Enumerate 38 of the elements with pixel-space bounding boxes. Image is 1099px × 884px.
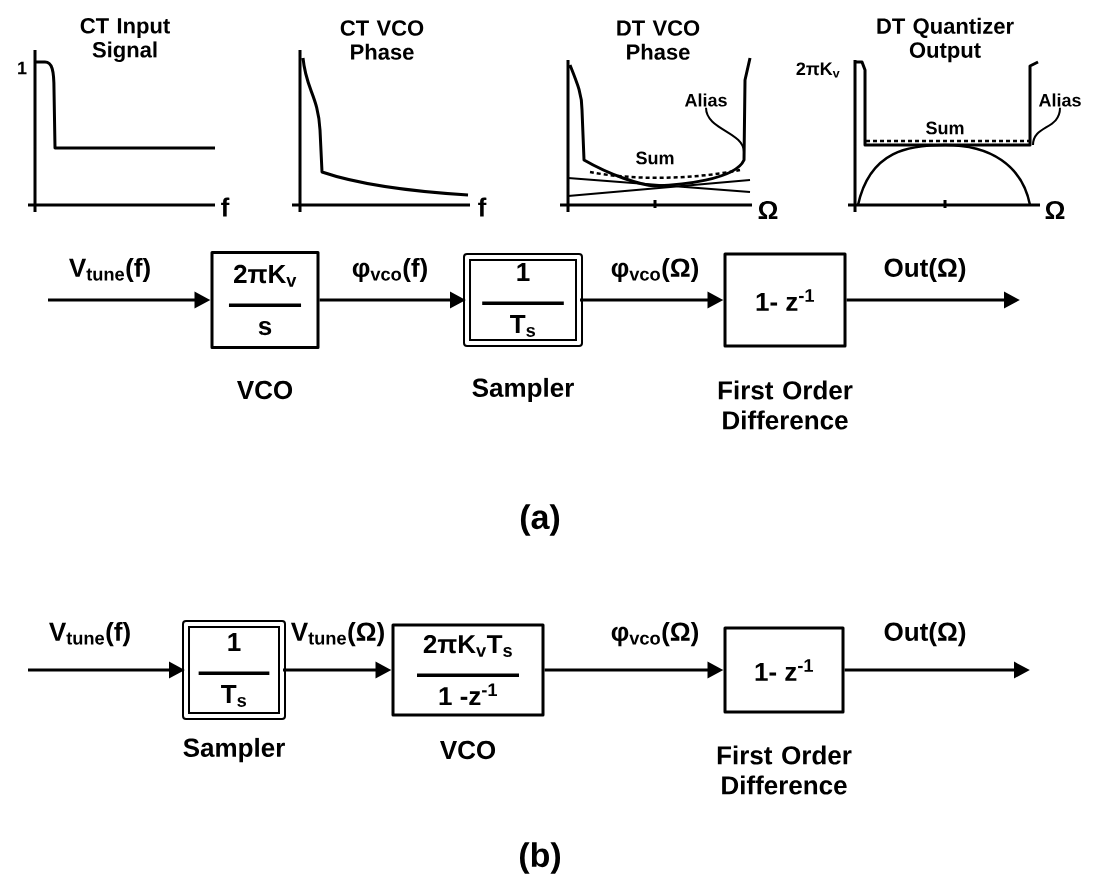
block-box: 1 T$_{s}$ — [463, 253, 583, 347]
block-box: 1- z$^{-1}$ — [723, 252, 847, 348]
block-label: VCO — [237, 380, 293, 400]
figure-caption: (a) — [520, 504, 560, 536]
axis-label: Sum — [926, 121, 964, 135]
plot-title: DT VCO Phase — [617, 20, 700, 60]
block-box: 1 T$_{s}$ — [182, 620, 286, 720]
signal-label: Out(Ω) — [884, 621, 966, 647]
signal-label: V$_{tune}$(f) — [49, 621, 130, 647]
plot-title: DT Quantizer Output — [877, 17, 1014, 63]
block-label: First Order Difference — [718, 380, 853, 430]
block-label: First Order Difference — [717, 745, 852, 795]
plot-title: CT Input Signal — [80, 18, 170, 62]
leader-line — [705, 106, 745, 153]
axis-label: f — [478, 197, 487, 217]
signal-label: V$_{tune}$(Ω) — [290, 621, 384, 647]
leader-line — [1032, 106, 1061, 146]
figure-caption: (b) — [520, 842, 561, 874]
signal-label: φ$_{vco}$(Ω) — [611, 621, 699, 647]
leader-label: Alias — [684, 93, 727, 107]
block-box: 1- z$^{-1}$ — [723, 626, 845, 714]
axis-label: Ω — [758, 200, 778, 220]
axis-label: 2πK$_{v}$ — [796, 62, 840, 78]
block-box: 2πK$_{v}$T$_{s}$ 1 -z$^{-1}$ — [391, 623, 545, 717]
signal-label: φ$_{vco}$(Ω) — [611, 257, 699, 283]
signal-label: φ$_{vco}$(f) — [352, 257, 427, 283]
plot-title: CT VCO Phase — [340, 20, 424, 60]
signal-label: V$_{tune}$(f) — [69, 257, 150, 283]
block-label: VCO — [440, 740, 496, 760]
block-label: Sampler — [183, 737, 285, 763]
axis-label: 1 — [18, 61, 27, 75]
axis-label: f — [221, 197, 230, 217]
signal-label: Out(Ω) — [884, 257, 966, 283]
block-label: Sampler — [472, 377, 574, 403]
leader-label: Alias — [1038, 93, 1081, 107]
block-box: 2πK$_{v}$ s — [210, 251, 320, 349]
axis-label: Sum — [636, 151, 674, 165]
axis-label: Ω — [1045, 200, 1065, 220]
